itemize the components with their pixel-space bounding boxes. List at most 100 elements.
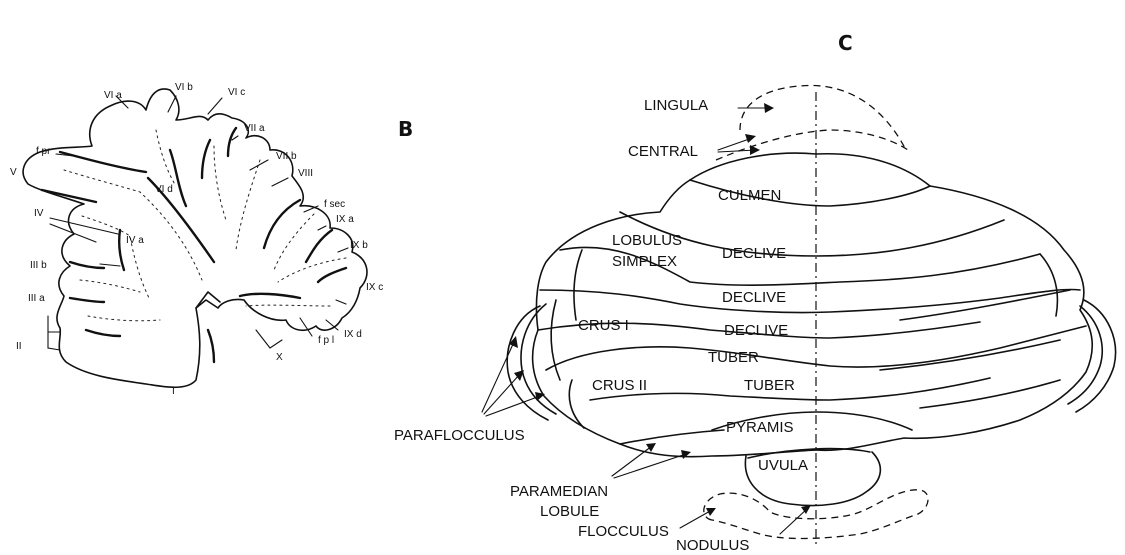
label-vii-b: VII b — [276, 151, 297, 162]
arrow-central-a — [745, 134, 756, 143]
leader — [337, 247, 349, 253]
fissura-prima — [58, 150, 148, 174]
sagittal-outline — [22, 88, 368, 389]
simplex-border — [559, 246, 1041, 286]
culmen-fold — [689, 179, 931, 207]
label-ii: II — [16, 341, 22, 352]
leader — [47, 315, 61, 351]
central-outline — [715, 129, 909, 161]
label-pyramis: PYRAMIS — [726, 419, 794, 436]
arrow-lingula — [764, 103, 774, 113]
leader — [255, 329, 283, 349]
right-fold-1 — [899, 289, 1071, 321]
arrow-paramedian-line-1 — [611, 445, 653, 477]
panel-c-letter: C — [838, 31, 853, 55]
medullary-ray — [273, 213, 315, 271]
label-tuber-1: TUBER — [708, 349, 759, 366]
label-i: I — [172, 386, 175, 397]
segment-line — [568, 379, 585, 429]
leader — [303, 205, 319, 213]
fissure-v — [40, 188, 98, 204]
segment-line — [573, 249, 583, 321]
label-ix-d: IX d — [344, 329, 362, 340]
arrow-paramedian-line-2 — [613, 453, 687, 479]
leader — [167, 95, 177, 113]
label-simplex: SIMPLEX — [612, 253, 677, 270]
dorsal-outline — [531, 152, 1094, 458]
crus-border — [545, 325, 1087, 371]
arrow-flocculus-line — [679, 509, 713, 529]
arrow-paraflocculus-2 — [514, 370, 524, 381]
panel-b-sagittal-section: B — [10, 82, 413, 397]
paramedian-lower — [619, 429, 725, 445]
leader — [55, 153, 75, 157]
right-fold-2 — [879, 339, 1061, 371]
medullary-ray — [81, 215, 151, 301]
arrow-paraflocculus-line-1 — [481, 341, 515, 413]
label-iv-a: IV a — [126, 235, 144, 246]
left-flap — [506, 305, 549, 421]
arrow-paraflocculus-line-2 — [483, 373, 521, 415]
label-flocculus: FLOCCULUS — [578, 523, 669, 540]
label-iv: IV — [34, 208, 44, 219]
label-ix-b: IX b — [350, 240, 368, 251]
arrow-paramedian-1 — [646, 443, 656, 452]
leader — [325, 319, 339, 331]
fissure-vi — [146, 176, 216, 264]
medullary-ray — [277, 257, 347, 283]
label-declive-1: DECLIVE — [722, 245, 786, 262]
declive-fold-1 — [539, 288, 1081, 314]
arrow-nodulus — [801, 505, 811, 514]
leader — [299, 317, 313, 337]
medullary-ray — [213, 145, 227, 221]
fissure-vi-d — [168, 148, 188, 208]
label-ix-c: IX c — [366, 282, 383, 293]
fissure-ii-b — [84, 328, 122, 338]
label-nodulus: NODULUS — [676, 537, 749, 554]
uvula-top — [747, 447, 871, 459]
arrow-nodulus-line — [779, 507, 809, 535]
uvula-lobe — [744, 451, 882, 507]
label-uvula: UVULA — [758, 457, 808, 474]
tuber-fold — [589, 377, 991, 401]
label-paramedian: PARAMEDIAN — [510, 483, 608, 500]
label-f-sec: f sec — [324, 199, 345, 210]
declive-fold-2 — [537, 321, 981, 339]
label-tuber-2: TUBER — [744, 377, 795, 394]
label-vii-a: VII a — [244, 123, 265, 134]
panel-b-letter: B — [398, 117, 413, 141]
arrow-central-line-a — [717, 137, 753, 151]
label-declive-3: DECLIVE — [724, 322, 788, 339]
label-iii-a: III a — [28, 293, 45, 304]
leader — [207, 97, 223, 115]
fissure-vii — [200, 138, 212, 180]
fissure-iii — [68, 260, 106, 270]
right-fold-3 — [919, 379, 1061, 409]
label-ix-a: IX a — [336, 214, 354, 225]
arrow-paraflocculus-1 — [509, 336, 518, 348]
label-vi-a: VI a — [104, 90, 122, 101]
label-vi-b: VI b — [175, 82, 193, 93]
medullary-ray — [79, 279, 141, 293]
label-crus-i: CRUS I — [578, 317, 629, 334]
label-paraflocculus: PARAFLOCCULUS — [394, 427, 525, 444]
arrow-paraflocculus-3 — [535, 392, 545, 401]
arrow-paramedian-2 — [681, 450, 691, 459]
label-lobule: LOBULE — [540, 503, 599, 520]
fissura-secunda — [262, 198, 302, 250]
panel-c-dorsal-view: C — [394, 31, 1117, 554]
fissure-x — [206, 328, 216, 364]
arrow-central-b — [750, 145, 760, 155]
arrow-central-line-b — [717, 149, 757, 153]
label-x: X — [276, 352, 283, 363]
fissure-ii — [68, 296, 106, 304]
leader — [231, 135, 239, 141]
label-central: CENTRAL — [628, 143, 698, 160]
segment-line — [550, 299, 561, 381]
pyramis-top — [711, 411, 913, 431]
lingula-outline — [739, 84, 907, 151]
fissure-iv — [118, 228, 126, 272]
label-iii-b: III b — [30, 260, 47, 271]
label-lobulus: LOBULUS — [612, 232, 682, 249]
